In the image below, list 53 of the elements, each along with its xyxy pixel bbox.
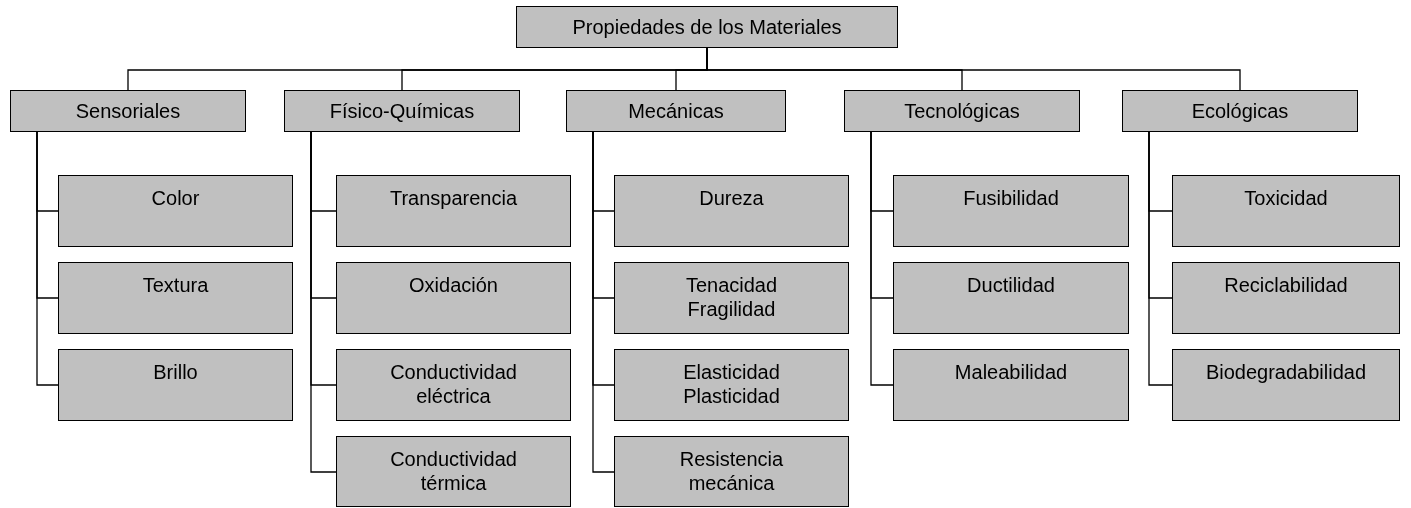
node-label: Tecnológicas — [904, 99, 1020, 123]
connector-line — [310, 131, 337, 473]
node-label: Color — [151, 186, 200, 210]
node-label: Plasticidad — [683, 384, 780, 408]
node-label: Resistencia mecánica — [678, 447, 785, 495]
node-label: Tenacidad — [685, 273, 778, 297]
property-box — [336, 175, 571, 247]
node-label: Fragilidad — [687, 297, 776, 321]
node-label: Transparencia — [389, 186, 518, 210]
root-box — [516, 6, 898, 48]
node-label: Oxidación — [409, 273, 498, 297]
node-label: Conductividad térmica — [389, 447, 518, 495]
node-label: Propiedades de los Materiales — [572, 15, 842, 39]
category-box — [844, 90, 1080, 132]
property-box — [336, 349, 571, 421]
node-label: Biodegradabilidad — [1205, 360, 1367, 384]
connector-line — [592, 131, 615, 473]
property-box — [1172, 349, 1400, 421]
node-label: Ecológicas — [1191, 99, 1289, 123]
property-box — [336, 262, 571, 334]
node-label: Textura — [142, 273, 209, 297]
node-label: Ductilidad — [967, 273, 1055, 297]
connector-line — [870, 131, 894, 386]
node-label: Dureza — [699, 186, 764, 210]
category-box — [566, 90, 786, 132]
property-box — [893, 349, 1129, 421]
node-label: Maleabilidad — [954, 360, 1068, 384]
category-box — [10, 90, 246, 132]
category-box — [1122, 90, 1358, 132]
property-box — [336, 436, 571, 507]
connector-line — [1148, 131, 1173, 386]
property-box — [614, 436, 849, 507]
node-label: Sensoriales — [75, 99, 181, 123]
property-box — [893, 175, 1129, 247]
node-label: Brillo — [153, 360, 198, 384]
property-box — [58, 175, 293, 247]
property-box — [614, 349, 849, 421]
node-label: Mecánicas — [628, 99, 724, 123]
category-box — [284, 90, 520, 132]
node-label: Toxicidad — [1244, 186, 1328, 210]
property-box — [58, 349, 293, 421]
node-label: Fusibilidad — [963, 186, 1059, 210]
property-box — [1172, 175, 1400, 247]
connector-line — [36, 131, 59, 386]
node-label: Elasticidad — [683, 360, 780, 384]
property-box — [893, 262, 1129, 334]
property-box — [614, 262, 849, 334]
property-box — [614, 175, 849, 247]
property-box — [58, 262, 293, 334]
node-label: Reciclabilidad — [1224, 273, 1348, 297]
node-label: Conductividad eléctrica — [389, 360, 518, 408]
node-label: Físico-Químicas — [329, 99, 475, 123]
property-box — [1172, 262, 1400, 334]
